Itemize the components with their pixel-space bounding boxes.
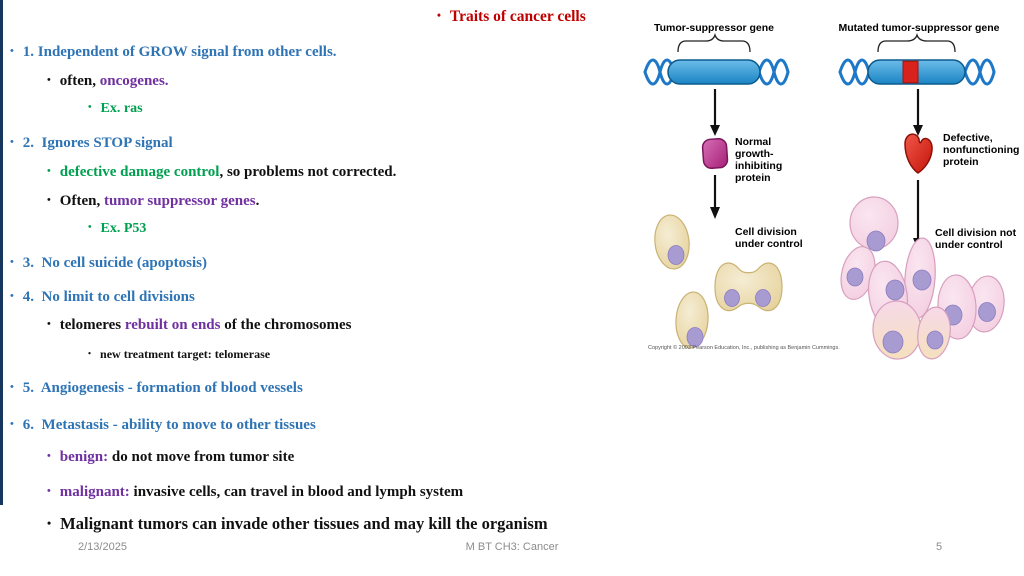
bullet-icon: • (10, 45, 14, 57)
slide-title: • Traits of cancer cells (437, 8, 586, 26)
text-segment: 3. No cell suicide (apoptosis) (22, 255, 207, 271)
text-segment: Often, (59, 193, 104, 209)
brace-icon (677, 32, 751, 53)
protein-label-left: Normal growth- inhibiting protein (735, 136, 783, 184)
text-segment: tumor suppressor genes (103, 193, 256, 209)
bullet-icon: • (47, 165, 51, 177)
controlled-cells-illustration (654, 214, 783, 349)
gene-label-left: Tumor-suppressor gene (654, 22, 774, 34)
text-segment: , so problems not corrected. (219, 164, 397, 180)
text-segment: often, (59, 73, 100, 89)
bullet-icon: • (10, 290, 14, 302)
gene-capsule (667, 59, 761, 85)
list-item-tumor-suppressor: • Often, tumor suppressor genes. (47, 191, 259, 210)
copyright-text: Copyright © 2003 Pearson Education, Inc.… (648, 345, 840, 351)
text-segment: . (255, 193, 260, 209)
footer-course: M BT CH3: Cancer (465, 541, 559, 553)
bullet-icon: • (10, 136, 14, 148)
list-item-ex-ras: • Ex. ras (88, 99, 143, 118)
cell-label-right: Cell division not under control (935, 227, 1017, 251)
bullet-icon: • (47, 516, 52, 530)
list-item-apoptosis: • 3. No cell suicide (apoptosis) (10, 253, 207, 272)
dna-helix-icon (838, 58, 871, 86)
text-segment: 6. Metastasis - ability to move to other… (22, 417, 316, 433)
down-arrow-icon (710, 175, 720, 219)
list-item-malignant: • malignant: invasive cells, can travel i… (47, 482, 463, 501)
bullet-icon: • (88, 222, 92, 233)
defective-protein-icon (904, 133, 933, 174)
text-segment: malignant: (59, 484, 130, 500)
bullet-icon: • (47, 194, 51, 206)
protein-label-right: Defective, nonfunctioning protein (943, 132, 1020, 168)
text-segment: invasive cells, can travel in blood and … (129, 484, 464, 500)
list-item-ex-p53: • Ex. P53 (88, 219, 146, 238)
text-segment: rebuilt on ends (124, 317, 221, 333)
bullet-icon: • (47, 450, 51, 462)
text-segment: telomeres (59, 317, 125, 333)
footer-page-number: 5 (936, 541, 943, 553)
down-arrow-icon (913, 89, 923, 136)
bullet-icon: • (47, 485, 51, 497)
title-text: Traits of cancer cells (449, 8, 586, 25)
normal-protein-icon (701, 137, 729, 170)
text-segment: 2. Ignores STOP signal (22, 135, 173, 151)
list-item-benign: • benign: do not move from tumor site (47, 447, 294, 466)
dna-helix-icon (757, 58, 790, 86)
text-segment: benign: (59, 449, 109, 465)
list-item-telomerase: • new treatment target: telomerase (88, 344, 270, 363)
list-item-damage-control: • defective damage control, so problems n… (47, 162, 396, 181)
bullet-icon: • (10, 381, 14, 393)
bullet-icon: • (88, 102, 92, 113)
list-item-angiogenesis: • 5. Angiogenesis - formation of blood ve… (10, 378, 303, 397)
brace-icon (877, 32, 956, 53)
footer-date: 2/13/2025 (78, 541, 127, 553)
list-item-cell-divisions: • 4. No limit to cell divisions (10, 287, 195, 306)
list-item-metastasis: • 6. Metastasis - ability to move to othe… (10, 415, 316, 434)
list-item-invade-tissues: • Malignant tumors can invade other tissu… (47, 514, 548, 533)
text-segment: Ex. ras (100, 101, 143, 116)
bullet-icon: • (88, 348, 92, 358)
uncontrolled-cells-illustration (840, 196, 1005, 360)
down-arrow-icon (710, 89, 720, 136)
text-segment: oncogenes. (99, 73, 169, 89)
bullet-icon: • (10, 418, 14, 430)
bullet-icon: • (437, 10, 441, 22)
dna-helix-icon (963, 58, 996, 86)
text-segment: new treatment target: telomerase (100, 347, 271, 361)
list-item-oncogenes: • often, oncogenes. (47, 71, 169, 90)
mutated-gene-figure (838, 32, 1005, 360)
list-item-stop-signal: • 2. Ignores STOP signal (10, 133, 173, 152)
gene-diagram: Tumor-suppressor gene Mutated tumor-supp… (635, 15, 1020, 365)
gene-label-right: Mutated tumor-suppressor gene (838, 22, 1000, 34)
text-segment: Malignant tumors can invade other tissue… (60, 514, 548, 533)
bullet-icon: • (47, 318, 51, 330)
text-segment: do not move from tumor site (108, 449, 295, 465)
text-segment: 5. Angiogenesis - formation of blood ves… (22, 380, 303, 396)
cell-label-left: Cell division under control (735, 226, 803, 250)
list-item-telomeres: • telomeres rebuilt on ends of the chromo… (47, 315, 351, 334)
list-item-grow-signal: • 1. Independent of GROW signal from othe… (10, 42, 337, 61)
text-segment: 1. Independent of GROW signal from other… (22, 44, 337, 60)
text-segment: Ex. P53 (100, 221, 147, 236)
bullet-icon: • (10, 256, 14, 268)
mutation-band-icon (902, 60, 919, 84)
text-segment: of the chromosomes (220, 317, 352, 333)
text-segment: defective damage control (59, 164, 220, 180)
slide-left-border (0, 0, 3, 505)
gene-diagram-graphic (643, 32, 1005, 360)
text-segment: 4. No limit to cell divisions (22, 289, 195, 305)
tumor-suppressor-gene-figure (643, 32, 790, 349)
bullet-icon: • (47, 74, 51, 86)
